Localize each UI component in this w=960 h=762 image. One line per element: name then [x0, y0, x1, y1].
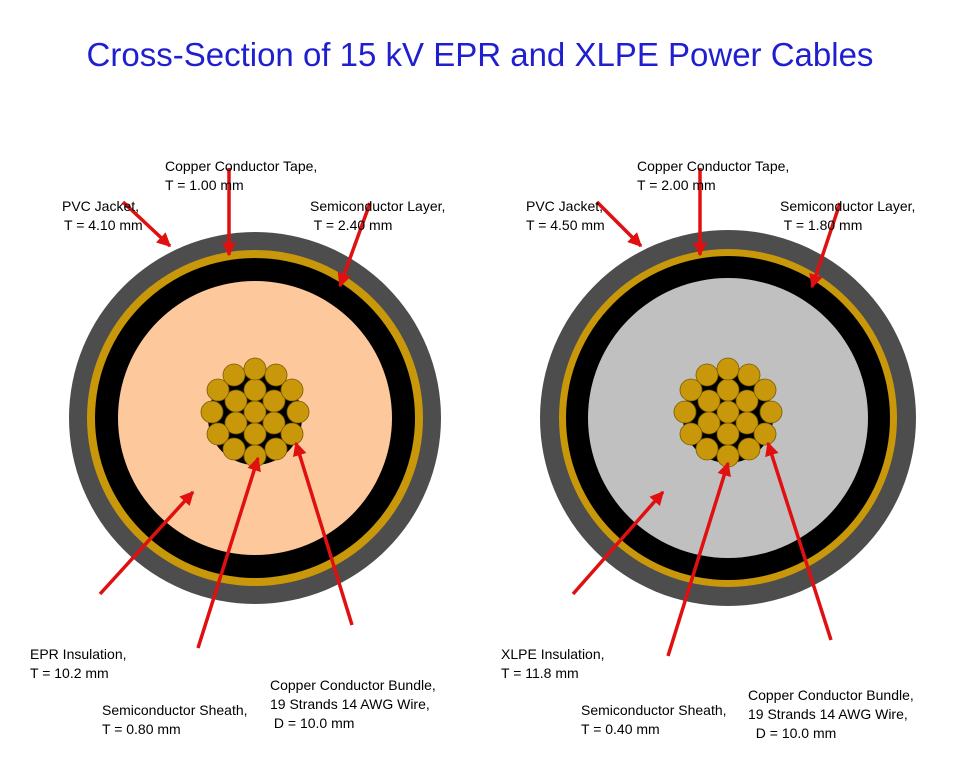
- xlpe-sheath-arrow: [666, 461, 731, 657]
- xlpe-conductor-bundle: [673, 357, 783, 468]
- xlpe-sheath-label: Semiconductor Sheath,T = 0.40 mm: [581, 702, 727, 737]
- epr-arrows: [98, 168, 372, 649]
- xlpe-bundle-arrow: [765, 441, 833, 641]
- epr-semiconductor-layer-label: Semiconductor Layer, T = 2.40 mm: [310, 198, 446, 233]
- xlpe-insulation-arrow: [571, 490, 665, 596]
- xlpe-semiconductor-layer-label: Semiconductor Layer, T = 1.80 mm: [780, 198, 916, 233]
- epr-semicon-arrow: [337, 202, 372, 288]
- epr-bundle-arrow: [293, 441, 354, 626]
- xlpe-jacket-label: PVC Jacket,T = 4.50 mm: [526, 198, 605, 233]
- epr-sheath-arrow: [196, 456, 261, 649]
- xlpe-semicon-arrow: [809, 202, 842, 289]
- epr-cable: [69, 168, 441, 649]
- cable-diagram: [69, 168, 916, 657]
- epr-bundle-label: Copper Conductor Bundle,19 Strands 14 AW…: [270, 677, 436, 731]
- xlpe-tape-label: Copper Conductor Tape,T = 2.00 mm: [637, 158, 790, 193]
- xlpe-insulation-label: XLPE Insulation,T = 11.8 mm: [501, 646, 605, 681]
- epr-tape-label: Copper Conductor Tape,T = 1.00 mm: [165, 158, 318, 193]
- epr-jacket-arrow: [121, 200, 172, 248]
- xlpe-arrows: [571, 168, 842, 657]
- page-title: Cross-Section of 15 kV EPR and XLPE Powe…: [86, 36, 874, 73]
- epr-insulation-label: EPR Insulation,T = 10.2 mm: [30, 646, 127, 681]
- epr-conductor-bundle: [200, 357, 310, 468]
- xlpe-jacket-arrow: [595, 200, 643, 248]
- epr-insulation-arrow: [98, 490, 195, 596]
- epr-sheath-label: Semiconductor Sheath,T = 0.80 mm: [102, 702, 248, 737]
- epr-jacket-label: PVC Jacket,T = 4.10 mm: [62, 198, 143, 233]
- xlpe-bundle-label: Copper Conductor Bundle,19 Strands 14 AW…: [748, 687, 914, 741]
- xlpe-cable: [540, 168, 916, 657]
